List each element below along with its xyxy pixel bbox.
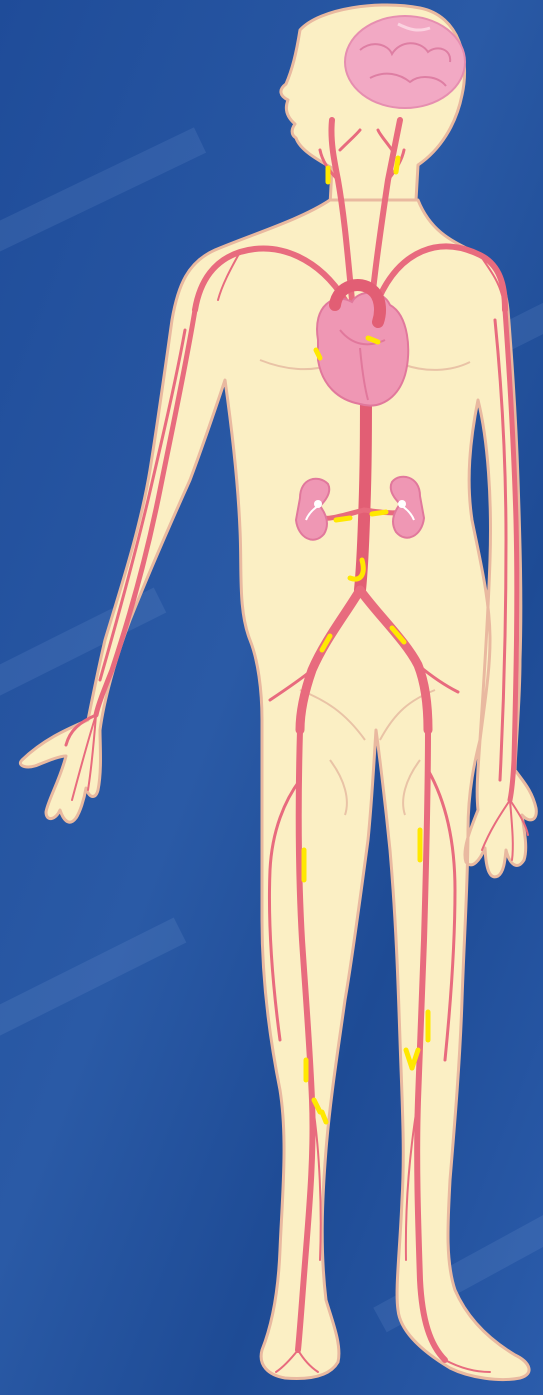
brain xyxy=(345,16,465,108)
marker-renal-left xyxy=(372,512,386,514)
marker-renal-right xyxy=(336,518,350,520)
marker-carotid-right xyxy=(396,158,398,172)
